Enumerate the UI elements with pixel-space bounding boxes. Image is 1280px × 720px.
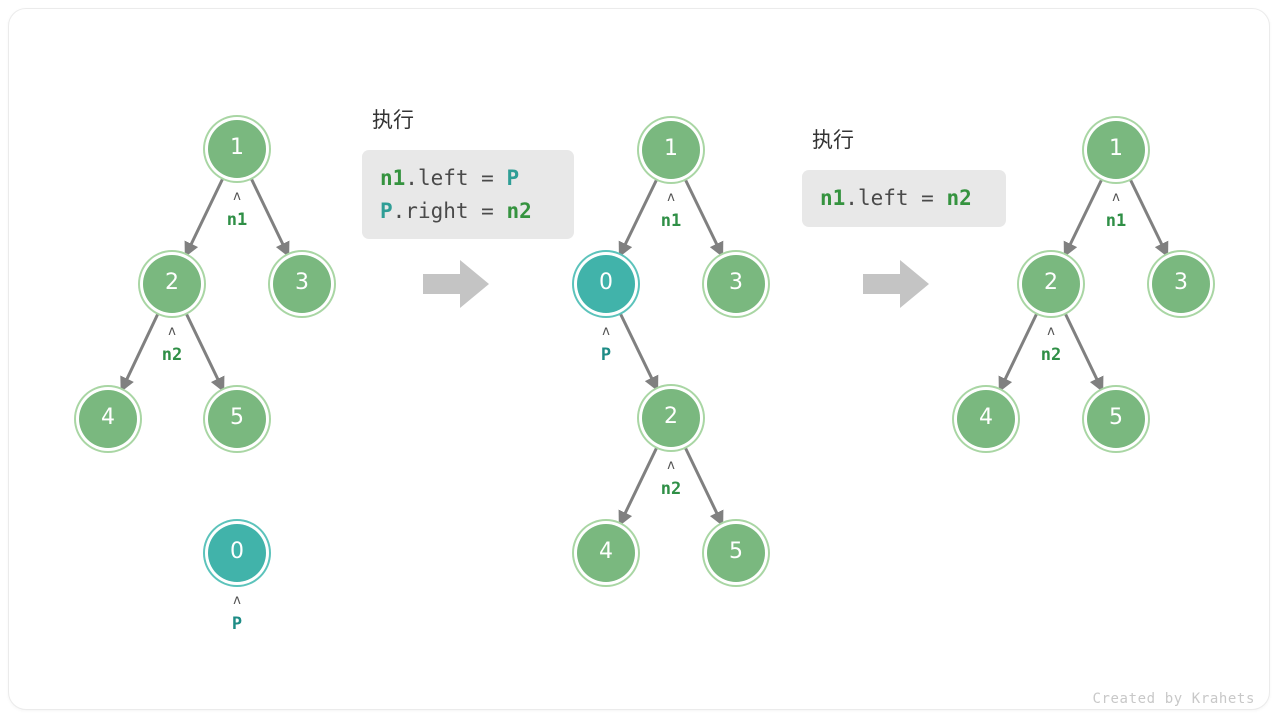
step-arrow-2 (863, 257, 929, 311)
pointer-caret-icon: ʌ (233, 189, 241, 204)
pointer-n2: ʌ n2 (636, 459, 706, 498)
pointer-n2: ʌ n2 (1016, 325, 1086, 364)
code-line: P.right = n2 (380, 195, 556, 228)
pointer-label-text: P (600, 345, 612, 365)
node-value: 0 (230, 539, 244, 564)
pointer-label-text: n1 (660, 211, 682, 231)
code-token: .left = (405, 166, 507, 190)
pointer-caret-icon: ʌ (233, 593, 241, 608)
arrow-right-icon (423, 260, 489, 308)
node-value: 5 (1109, 405, 1123, 430)
code-token: .right = (392, 198, 507, 223)
node-value: 3 (729, 270, 743, 295)
node-value: 4 (101, 405, 115, 430)
code-line: n1.left = n2 (820, 182, 988, 215)
node-value: 5 (230, 405, 244, 430)
tree-node-3: 3 (707, 255, 765, 313)
code-token: n1 (820, 186, 846, 210)
tree-node-4: 4 (79, 390, 137, 448)
code-token: P (380, 198, 393, 223)
tree-node-5: 5 (707, 524, 765, 582)
code-line: n1.left = P (380, 162, 556, 195)
node-value: 3 (1174, 270, 1188, 295)
pointer-label-text: n1 (226, 210, 248, 230)
pointer-caret-icon: ʌ (1112, 190, 1120, 205)
node-value: 2 (664, 404, 678, 429)
pointer-caret-icon: ʌ (1047, 324, 1055, 339)
exec-label: 执行 (372, 108, 414, 132)
tree-node-5: 5 (208, 390, 266, 448)
pointer-n1: ʌ n1 (202, 190, 272, 229)
pointer-n2: ʌ n2 (137, 325, 207, 364)
node-value: 2 (165, 270, 179, 295)
pointer-n1: ʌ n1 (636, 191, 706, 230)
tree-node-3: 3 (273, 255, 331, 313)
code-block: n1.left = n2 (802, 170, 1006, 227)
pointer-n1: ʌ n1 (1081, 191, 1151, 230)
node-value: 4 (979, 405, 993, 430)
tree-node-2: 2 (1022, 255, 1080, 313)
pointer-caret-icon: ʌ (168, 324, 176, 339)
pointer-label-text: n2 (161, 345, 183, 365)
tree-node-0: 0 (577, 255, 635, 313)
pointer-caret-icon: ʌ (602, 324, 610, 339)
node-value: 5 (729, 539, 743, 564)
node-value: 0 (599, 270, 613, 295)
tree-node-0: 0 (208, 524, 266, 582)
pointer-label-text: n1 (1105, 211, 1127, 231)
code-token: n2 (506, 198, 532, 223)
tree-node-1: 1 (1087, 121, 1145, 179)
node-value: 1 (230, 135, 244, 160)
code-token: n2 (946, 186, 972, 210)
code-token: P (506, 166, 520, 190)
exec-label: 执行 (812, 128, 854, 152)
tree-node-3: 3 (1152, 255, 1210, 313)
tree-node-1: 1 (642, 121, 700, 179)
code-token: n1 (380, 166, 406, 190)
node-value: 3 (295, 270, 309, 295)
pointer-label-text: n2 (660, 479, 682, 499)
arrow-right-icon (863, 260, 929, 308)
tree-node-1: 1 (208, 120, 266, 178)
node-value: 1 (1109, 136, 1123, 161)
code-token: .left = (845, 186, 947, 210)
node-value: 1 (664, 136, 678, 161)
node-value: 4 (599, 539, 613, 564)
step-arrow-1 (423, 257, 489, 311)
tree-node-2: 2 (143, 255, 201, 313)
tree-node-2: 2 (642, 389, 700, 447)
pointer-label-text: P (231, 614, 243, 634)
tree-node-5: 5 (1087, 390, 1145, 448)
watermark: Created by Krahets (1092, 691, 1255, 707)
tree-node-4: 4 (957, 390, 1015, 448)
pointer-caret-icon: ʌ (667, 190, 675, 205)
pointer-label-text: n2 (1040, 345, 1062, 365)
pointer-caret-icon: ʌ (667, 458, 675, 473)
node-value: 2 (1044, 270, 1058, 295)
tree-node-4: 4 (577, 524, 635, 582)
